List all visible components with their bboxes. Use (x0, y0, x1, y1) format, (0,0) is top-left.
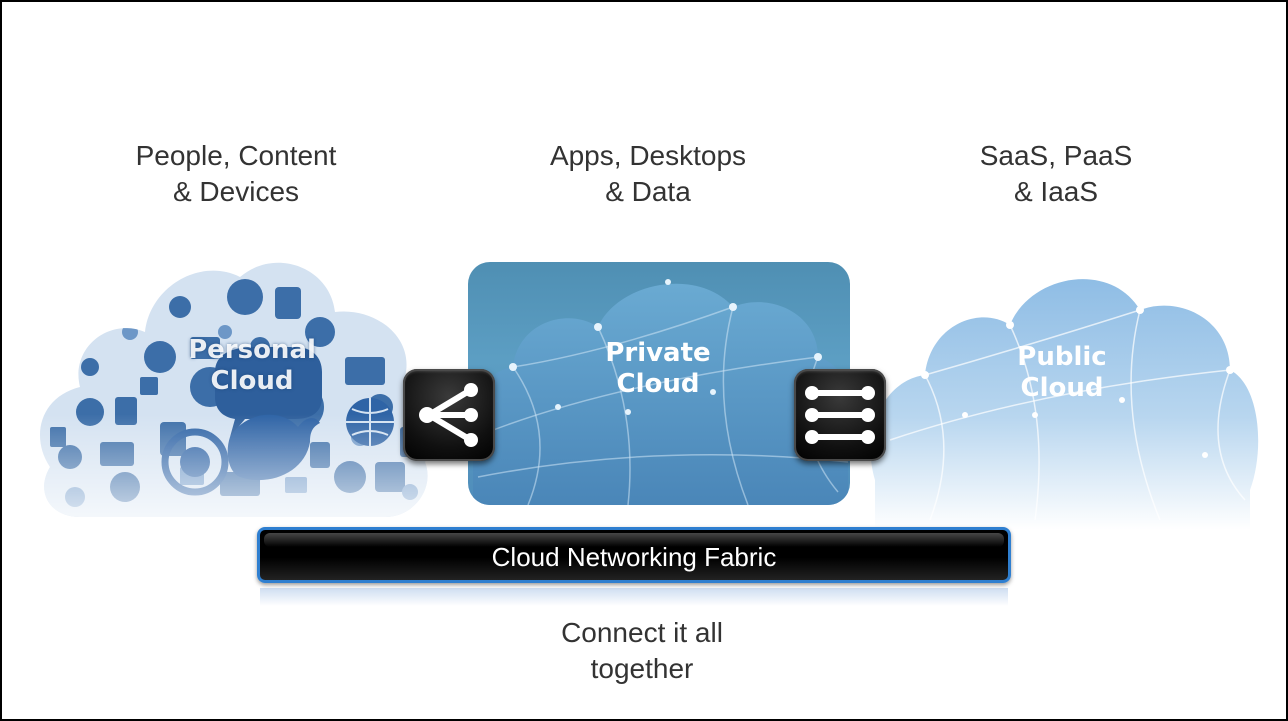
heading-line: People, Content (135, 140, 337, 171)
public-cloud-icon (870, 279, 1259, 530)
cloud-label-line: Cloud (210, 366, 294, 396)
public-cloud-label: Public Cloud (962, 342, 1162, 404)
private-cloud-icon (468, 279, 850, 505)
cloud-label-line: Cloud (1020, 373, 1104, 403)
cloud-networking-fabric-bar: Cloud Networking Fabric (257, 527, 1011, 583)
heading-line: & Data (605, 176, 691, 207)
personal-cloud-label: Personal Cloud (157, 335, 347, 397)
cloud-label-line: Private (605, 338, 711, 368)
heading-people-content-devices: People, Content & Devices (76, 138, 396, 210)
fabric-label: Cloud Networking Fabric (491, 542, 777, 572)
caption-line: Connect it all (561, 617, 723, 648)
switch-node-button (794, 369, 886, 461)
heading-line: Apps, Desktops (549, 140, 747, 171)
share-icon (419, 383, 478, 447)
network-switch-icon (805, 386, 875, 444)
heading-saas-paas-iaas: SaaS, PaaS & IaaS (896, 138, 1216, 210)
cloud-label-line: Public (1017, 342, 1107, 372)
share-node-button (403, 369, 495, 461)
fabric-reflection (260, 588, 1008, 606)
heading-apps-desktops-data: Apps, Desktops & Data (488, 138, 808, 210)
private-cloud-panel (468, 262, 850, 505)
heading-line: & Devices (172, 176, 300, 207)
heading-line: SaaS, PaaS (979, 140, 1133, 171)
private-cloud-label: Private Cloud (558, 338, 758, 400)
heading-line: & IaaS (1013, 176, 1099, 207)
cloud-label-line: Cloud (616, 369, 700, 399)
cloud-label-line: Personal (188, 335, 316, 365)
footer-caption: Connect it all together (482, 615, 802, 687)
caption-line: together (590, 653, 694, 684)
personal-cloud-icon (40, 262, 437, 517)
